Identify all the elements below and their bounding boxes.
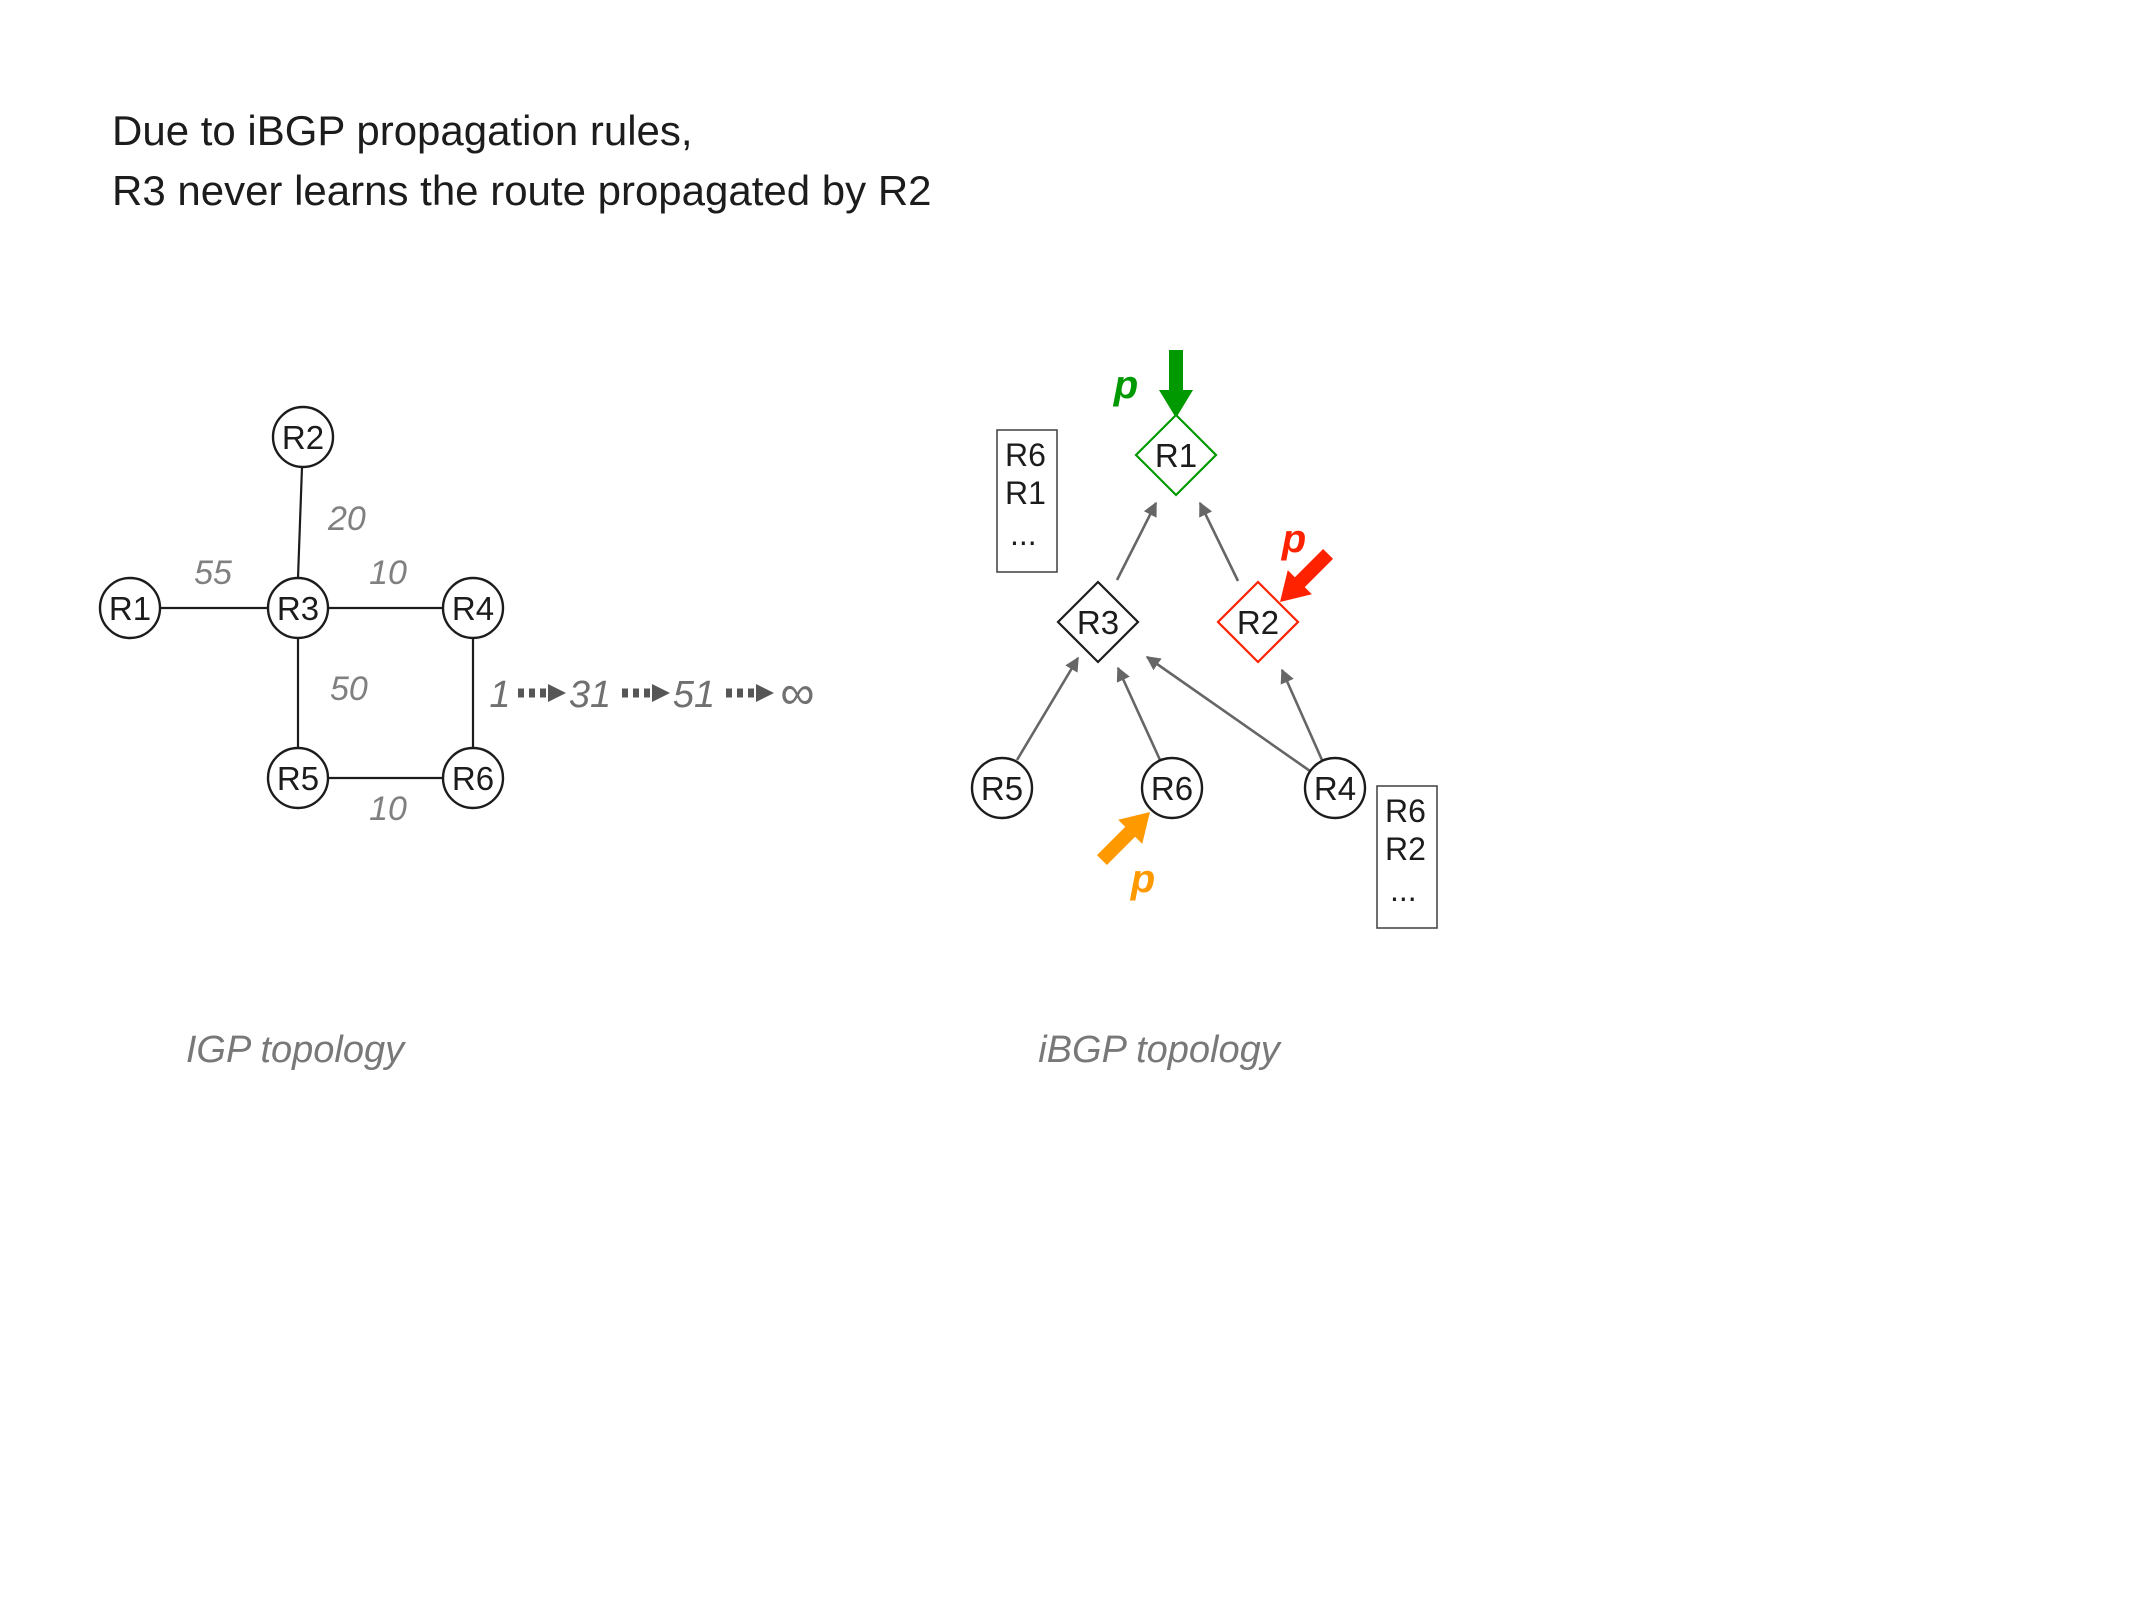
rib-right-line-3: ... <box>1390 872 1417 908</box>
title-line-1: Due to iBGP propagation rules, <box>112 107 693 154</box>
metric-step-3: 51 <box>673 674 715 716</box>
ibgp-caption: iBGP topology <box>1038 1029 1282 1071</box>
ibgp-node-r4-shape <box>1303 756 1367 820</box>
prefix-arrow-red <box>1280 548 1334 602</box>
rib-box-right-frame <box>1376 785 1438 929</box>
igp-weight-r3-r4: 10 <box>369 554 407 592</box>
igp-node-r6-shape <box>441 746 505 810</box>
dashed-arrow-3-head <box>756 684 774 702</box>
metric-step-2: 31 <box>569 674 611 716</box>
metric-step-4: ∞ <box>780 667 814 720</box>
ibgp-topology: p p p R1 R3 R2 R5 R6 <box>970 350 1438 1071</box>
ibgp-node-r1-shape <box>1134 413 1218 497</box>
ibgp-node-r5-label: R5 <box>981 770 1023 807</box>
igp-weight-r2-r3: 20 <box>327 500 366 538</box>
igp-weight-r1-r3: 55 <box>194 554 232 592</box>
dashed-arrow-2 <box>622 684 670 702</box>
rib-left-line-2: R1 <box>1005 475 1046 511</box>
igp-node-r1-shape <box>98 576 162 640</box>
rib-right-line-1: R6 <box>1385 793 1426 829</box>
ibgp-node-r1: R1 <box>1134 413 1218 497</box>
rib-right-line-2: R2 <box>1385 831 1426 867</box>
ibgp-node-r2-label: R2 <box>1237 604 1279 641</box>
igp-node-r3-shape <box>266 576 330 640</box>
igp-node-r5: R5 <box>266 746 330 810</box>
dashed-arrow-2-head <box>652 684 670 702</box>
rib-box-left-frame <box>996 429 1058 573</box>
session-r4-r2 <box>1280 668 1324 761</box>
title-line-2: R3 never learns the route propagated by … <box>112 167 932 214</box>
dashed-arrow-1-head <box>548 684 566 702</box>
ibgp-node-r6-shape <box>1140 756 1204 820</box>
prefix-label-green: p <box>1113 363 1138 407</box>
igp-node-r3: R3 <box>266 576 330 640</box>
prefix-arrow-orange-head <box>1118 812 1150 844</box>
ibgp-node-r5-shape <box>970 756 1034 820</box>
metric-step-1: 1 <box>489 674 510 716</box>
ibgp-node-r2: R2 <box>1216 580 1300 664</box>
igp-node-r3-label: R3 <box>277 590 319 627</box>
ibgp-node-r3: R3 <box>1056 580 1140 664</box>
igp-node-r6-label: R6 <box>452 760 494 797</box>
rib-left-line-1: R6 <box>1005 437 1046 473</box>
igp-node-r4-shape <box>441 576 505 640</box>
igp-topology: 55 20 10 50 10 R2 R1 R3 R4 R5 R6 <box>98 405 814 1071</box>
igp-node-r2-label: R2 <box>282 419 324 456</box>
session-r4-r3 <box>1145 655 1311 773</box>
ibgp-node-r4: R4 <box>1303 756 1367 820</box>
ibgp-node-r4-label: R4 <box>1314 770 1356 807</box>
igp-node-r2-shape <box>271 405 335 469</box>
prefix-arrow-green <box>1159 350 1193 418</box>
ibgp-node-r6-label: R6 <box>1151 770 1193 807</box>
rib-box-right: R6 R2 ... <box>1376 785 1438 929</box>
prefix-arrow-red-shaft <box>1292 548 1334 590</box>
igp-node-r5-shape <box>266 746 330 810</box>
rib-box-left: R6 R1 ... <box>996 429 1058 573</box>
dashed-arrow-3 <box>726 684 774 702</box>
igp-node-r4-label: R4 <box>452 590 494 627</box>
ibgp-node-r5: R5 <box>970 756 1034 820</box>
prefix-arrow-orange-shaft <box>1096 824 1138 866</box>
metric-sequence: 1 31 51 ∞ <box>489 667 814 720</box>
ibgp-node-r3-label: R3 <box>1077 604 1119 641</box>
ibgp-node-r6: R6 <box>1140 756 1204 820</box>
ibgp-node-r2-shape <box>1216 580 1300 664</box>
igp-node-r1-label: R1 <box>109 590 151 627</box>
session-r3-r1 <box>1115 501 1158 581</box>
ibgp-node-r3-shape <box>1056 580 1140 664</box>
ibgp-node-r1-label: R1 <box>1155 437 1197 474</box>
igp-caption: IGP topology <box>186 1029 406 1071</box>
dashed-arrow-1 <box>518 684 566 702</box>
igp-weight-r5-r6: 10 <box>369 790 407 828</box>
igp-node-r1: R1 <box>98 576 162 640</box>
prefix-arrow-orange <box>1096 812 1150 866</box>
prefix-arrow-green-head <box>1159 390 1193 418</box>
igp-node-r6: R6 <box>441 746 505 810</box>
rib-left-line-3: ... <box>1010 516 1037 552</box>
igp-weight-r3-r5: 50 <box>330 670 368 708</box>
session-r6-r3 <box>1116 666 1162 761</box>
prefix-label-orange: p <box>1130 857 1155 901</box>
prefix-label-red: p <box>1281 517 1306 561</box>
igp-edge-r2-r3 <box>296 466 304 579</box>
prefix-arrow-red-head <box>1280 570 1312 602</box>
igp-node-r2: R2 <box>271 405 335 469</box>
session-r2-r1 <box>1198 501 1240 582</box>
igp-node-r5-label: R5 <box>277 760 319 797</box>
igp-node-r4: R4 <box>441 576 505 640</box>
session-r5-r3 <box>1015 656 1080 761</box>
